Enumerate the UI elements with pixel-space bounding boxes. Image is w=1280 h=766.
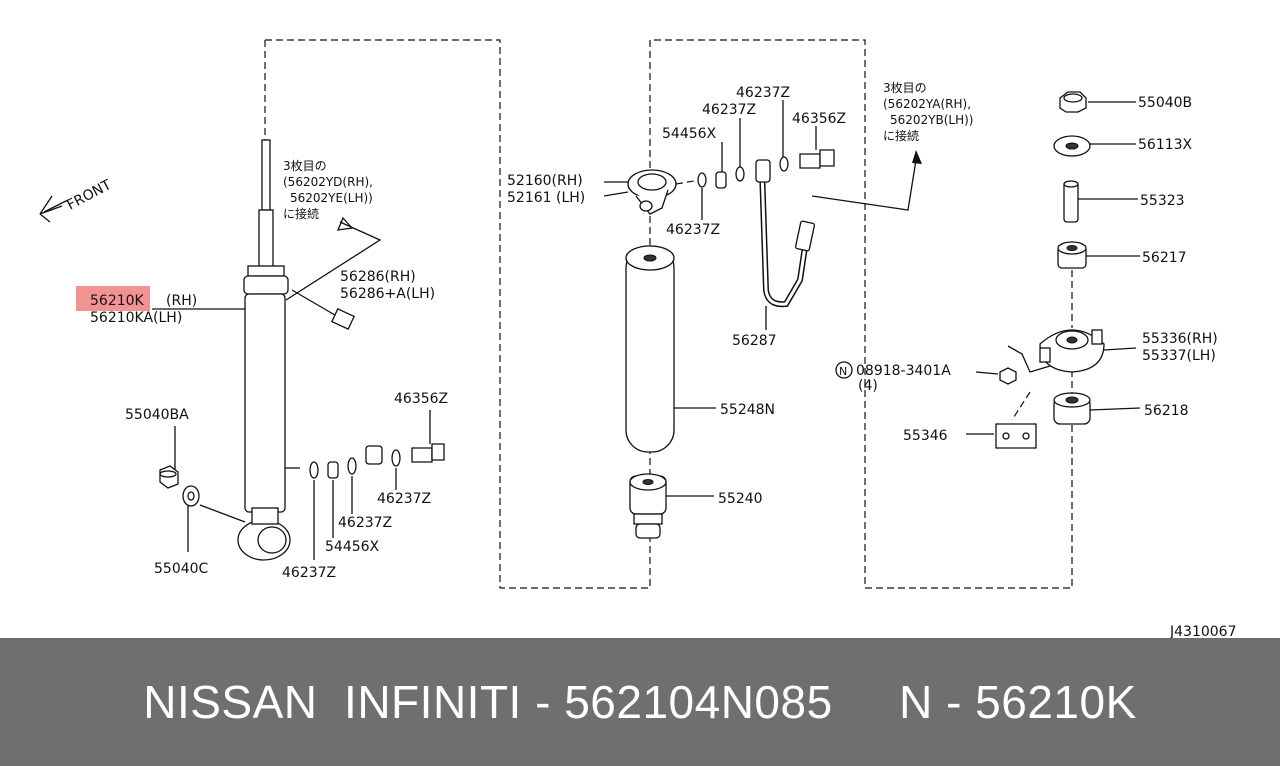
label-46237z-d[interactable]: 46237Z — [702, 102, 756, 118]
label-55336[interactable]: 55336(RH) — [1142, 331, 1218, 347]
label-56217[interactable]: 56217 — [1142, 250, 1187, 266]
mount-55336 — [1039, 329, 1105, 373]
footer-banner: NISSAN INFINITI - 562104N085 N - 56210K — [0, 638, 1280, 766]
bracket-55346 — [995, 423, 1037, 449]
label-56286[interactable]: 56286(RH) — [340, 269, 416, 285]
bushing-56217 — [1057, 241, 1087, 269]
label-46237z-b[interactable]: 46237Z — [338, 515, 392, 531]
label-46237z-a[interactable]: 46237Z — [377, 491, 431, 507]
label-bolt-prefix: N — [839, 365, 847, 378]
label-54456x-a[interactable]: 54456X — [325, 539, 380, 555]
label-55040c[interactable]: 55040C — [154, 561, 209, 577]
note-right-line1: 3枚目の — [883, 80, 927, 95]
label-56218[interactable]: 56218 — [1144, 403, 1189, 419]
label-55040ba[interactable]: 55040BA — [125, 407, 189, 423]
nut-55040b — [1059, 91, 1087, 113]
bracket-52160 — [627, 169, 677, 215]
label-56286a[interactable]: 56286+A(LH) — [340, 286, 435, 302]
dust-cover-55248n — [625, 245, 675, 453]
label-46237z-c[interactable]: 46237Z — [282, 565, 336, 581]
bushing-56218 — [1053, 392, 1091, 425]
label-55323[interactable]: 55323 — [1140, 193, 1185, 209]
label-55337[interactable]: 55337(LH) — [1142, 348, 1216, 364]
bushing-55323 — [1063, 180, 1079, 223]
bolt-08918 — [999, 367, 1017, 385]
label-52160[interactable]: 52160(RH) — [507, 173, 583, 189]
n-mark-icon — [835, 361, 853, 379]
label-08918[interactable]: 08918-3401A — [856, 363, 951, 379]
note-left-line4: に接続 — [283, 206, 319, 221]
note-right-line2: (56202YA(RH), — [883, 97, 971, 111]
washer-stack-left — [285, 443, 445, 479]
note-right-line4: に接続 — [883, 128, 919, 143]
label-55346[interactable]: 55346 — [903, 428, 948, 444]
label-52161[interactable]: 52161 (LH) — [507, 190, 585, 206]
group-box-left — [265, 39, 1073, 589]
label-56113x[interactable]: 56113X — [1138, 137, 1193, 153]
label-46356z-a[interactable]: 46356Z — [394, 391, 448, 407]
label-55040b[interactable]: 55040B — [1138, 95, 1192, 111]
note-left-line3: 56202YE(LH)) — [290, 191, 373, 205]
note-left-line1: 3枚目の — [283, 158, 327, 173]
label-08918-qty: (4) — [858, 378, 878, 394]
label-56210ka[interactable]: 56210KA(LH) — [90, 310, 182, 326]
parts-diagram: FRONT 56210K (RH) — [39, 39, 1236, 638]
front-arrow-icon — [39, 195, 69, 223]
note-right-line3: 56202YB(LH)) — [890, 113, 974, 127]
washer-56113x — [1053, 135, 1091, 157]
label-56210k[interactable]: 56210K — [90, 293, 145, 309]
label-46237z-f[interactable]: 46237Z — [666, 222, 720, 238]
label-55240[interactable]: 55240 — [718, 491, 763, 507]
front-label: FRONT — [64, 177, 114, 214]
diagram-code: J4310067 — [1169, 624, 1236, 638]
footer-part-text: NISSAN INFINITI - 562104N085 N - 56210K — [143, 676, 1137, 728]
shock-absorber — [237, 139, 291, 561]
label-46237z-e[interactable]: 46237Z — [736, 85, 790, 101]
label-46356z-b[interactable]: 46356Z — [792, 111, 846, 127]
note-left-line2: (56202YD(RH), — [283, 175, 373, 189]
label-54456x-b[interactable]: 54456X — [662, 126, 717, 142]
label-55248n[interactable]: 55248N — [720, 402, 775, 418]
label-56287[interactable]: 56287 — [732, 333, 777, 349]
label-56210k-rh: (RH) — [166, 293, 197, 309]
bump-stop-55240 — [629, 473, 667, 539]
part-highlight — [76, 286, 150, 311]
